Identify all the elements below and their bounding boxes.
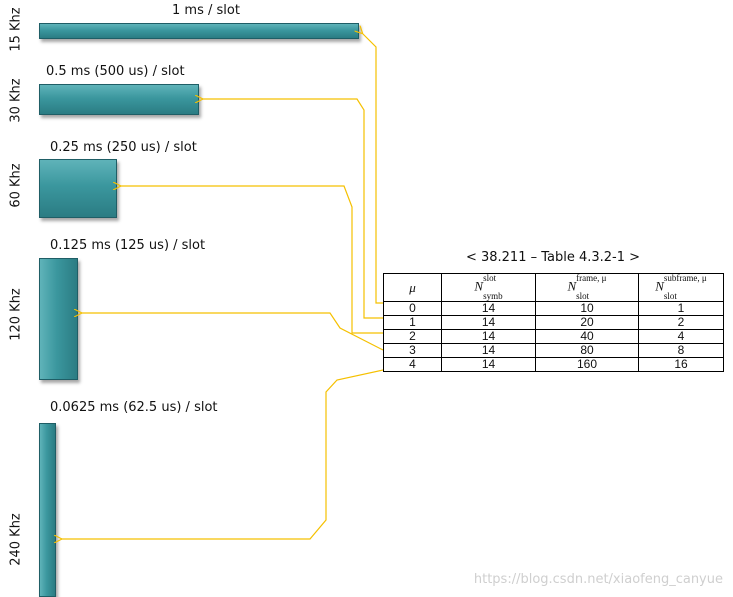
- table-row: 4 14 160 16: [383, 357, 724, 372]
- cell-frame: 80: [535, 343, 639, 358]
- cell-frame: 10: [535, 301, 639, 316]
- cell-frame: 40: [535, 329, 639, 344]
- cell-subframe: 1: [638, 301, 724, 316]
- cell-mu: 0: [383, 301, 442, 316]
- arrow-mu-4: [61, 369, 384, 539]
- cell-symb: 14: [441, 315, 536, 330]
- arrow-mu-3: [81, 313, 384, 351]
- slot-duration-15: 1 ms / slot: [172, 3, 240, 18]
- arrow-mu-0: [362, 33, 383, 304]
- cell-mu: 3: [383, 343, 442, 358]
- table-row: 0 14 10 1: [383, 301, 724, 316]
- table-row: 3 14 80 8: [383, 343, 724, 358]
- cell-symb: 14: [441, 357, 536, 372]
- slot-duration-30: 0.5 ms (500 us) / slot: [46, 64, 185, 79]
- cell-mu: 2: [383, 329, 442, 344]
- watermark: https://blog.csdn.net/xiaofeng_canyue: [473, 572, 723, 587]
- slot-bar-60: [39, 159, 117, 218]
- slot-duration-240: 0.0625 ms (62.5 us) / slot: [50, 400, 218, 415]
- cell-symb: 14: [441, 301, 536, 316]
- cell-symb: 14: [441, 343, 536, 358]
- cell-mu: 1: [383, 315, 442, 330]
- slot-bar-30: [39, 84, 199, 115]
- cell-subframe: 8: [638, 343, 724, 358]
- slot-duration-60: 0.25 ms (250 us) / slot: [50, 140, 197, 155]
- cell-subframe: 2: [638, 315, 724, 330]
- cell-frame: 160: [535, 357, 639, 372]
- cell-mu: 4: [383, 357, 442, 372]
- table-caption: < 38.211 – Table 4.3.2-1 >: [465, 250, 641, 265]
- cell-symb: 14: [441, 329, 536, 344]
- cell-subframe: 16: [638, 357, 724, 372]
- cell-frame: 20: [535, 315, 639, 330]
- table-row: 2 14 40 4: [383, 329, 724, 344]
- arrow-mu-1: [202, 99, 383, 319]
- slot-bar-120: [39, 258, 78, 380]
- table-row: 1 14 20 2: [383, 315, 724, 330]
- cell-subframe: 4: [638, 329, 724, 344]
- header-mu: μ: [383, 273, 442, 302]
- slot-duration-120: 0.125 ms (125 us) / slot: [50, 238, 206, 253]
- arrow-mu-2: [120, 186, 383, 334]
